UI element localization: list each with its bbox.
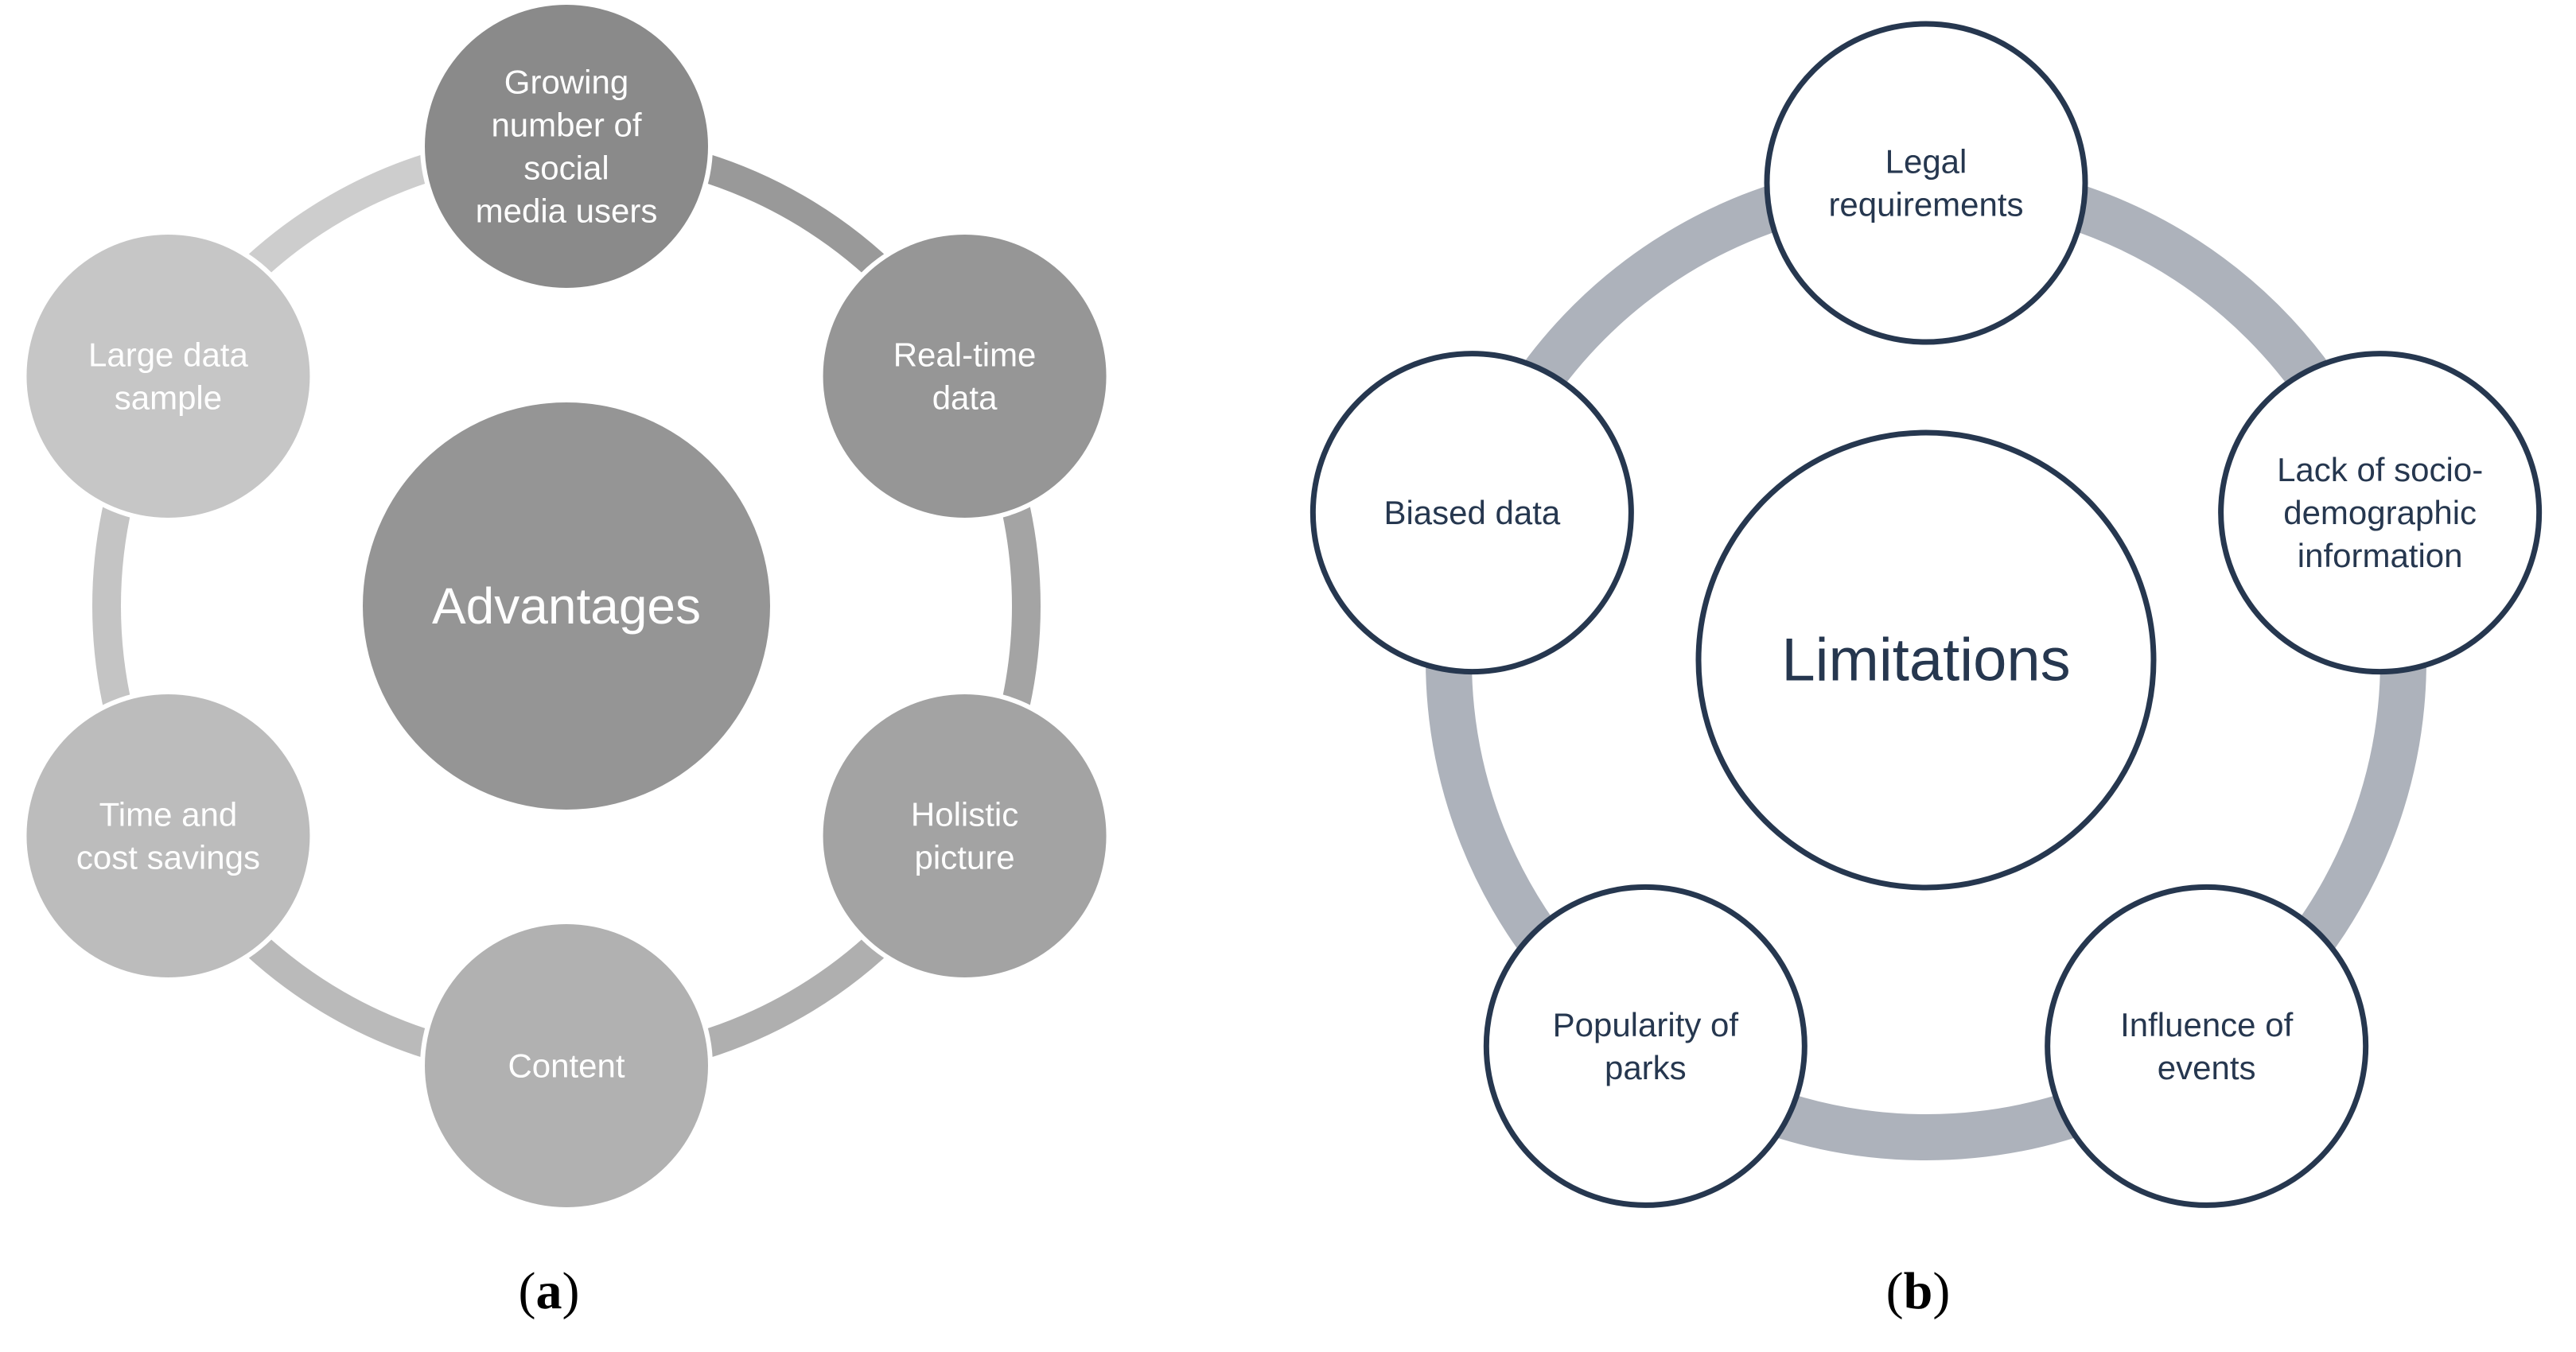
limitation-legal-requirements-line: Legal [1885, 143, 1967, 181]
advantage-time-and-cost-savings-label: Time and cost savings [76, 796, 260, 876]
limitation-lack-of-socio-demographic-information-circle [2218, 351, 2543, 675]
limitation-lack-of-socio-demographic-information-line: Lack of socio- [2277, 451, 2483, 488]
advantage-holistic-picture-line: picture [915, 839, 1015, 876]
advantage-growing-number-of-social-media-users-line: number of [491, 107, 641, 144]
caption-a: (a) [519, 1262, 580, 1320]
advantage-real-time-data-label: Real-time data [893, 336, 1037, 417]
advantage-real-time-data-node: Real-time data [818, 230, 1111, 523]
advantage-growing-number-of-social-media-users-node: Growing number of social media users [420, 0, 713, 293]
limitation-biased-data-node: Biased data [1309, 351, 1634, 675]
advantage-real-time-data-circle [823, 235, 1107, 518]
limitation-lack-of-socio-demographic-information-line: information [2298, 537, 2463, 574]
limitation-legal-requirements-line: requirements [1828, 186, 2023, 223]
panel-a-center: Advantages [363, 402, 770, 810]
limitation-biased-data-line: Biased data [1383, 494, 1560, 531]
advantage-holistic-picture-node: Holistic picture [818, 690, 1111, 982]
limitation-popularity-of-parks-node: Popularity of parks [1483, 884, 1807, 1208]
limitation-influence-of-events-line: Influence of [2120, 1006, 2293, 1043]
advantage-growing-number-of-social-media-users-line: Growing [504, 64, 628, 101]
advantage-large-data-sample-circle [26, 235, 310, 518]
limitation-lack-of-socio-demographic-information-label: Lack of socio-demographic information [2277, 451, 2483, 574]
advantage-time-and-cost-savings-node: Time and cost savings [21, 690, 315, 982]
advantage-holistic-picture-circle [823, 694, 1107, 977]
limitation-influence-of-events-line: events [2158, 1049, 2256, 1086]
advantage-time-and-cost-savings-line: cost savings [76, 839, 260, 876]
advantage-content-circle [425, 924, 708, 1207]
advantage-growing-number-of-social-media-users-line: social [523, 150, 609, 187]
limitation-biased-data-circle [1309, 351, 1634, 675]
advantage-time-and-cost-savings-circle [26, 694, 310, 977]
center-circle-limitations [1695, 429, 2157, 891]
panel-a-nodes: Growing number of social media usersReal-ti… [21, 0, 1111, 1212]
panel-b-center: Limitations [1695, 429, 2157, 891]
limitation-popularity-of-parks-line: parks [1605, 1049, 1687, 1086]
limitation-legal-requirements-label: Legal requirements [1828, 143, 2023, 223]
advantage-content-node: Content [420, 919, 713, 1212]
limitation-legal-requirements-node: Legal requirements [1764, 21, 2088, 345]
limitation-influence-of-events-node: Influence of events [2045, 884, 2369, 1208]
advantage-growing-number-of-social-media-users-circle [425, 5, 708, 288]
advantage-large-data-sample-node: Large data sample [21, 230, 315, 523]
center-label-advantages: Advantages [432, 577, 701, 635]
caption-b-letter: b [1904, 1262, 1933, 1320]
advantage-holistic-picture-line: Holistic [911, 796, 1018, 833]
advantage-growing-number-of-social-media-users-label: Growing number of social media users [476, 64, 658, 230]
advantage-real-time-data-line: Real-time [893, 336, 1037, 374]
advantage-holistic-picture-label: Holistic picture [911, 796, 1018, 876]
advantage-large-data-sample-line: Large data [88, 336, 248, 374]
center-circle-advantages [363, 402, 770, 810]
limitation-popularity-of-parks-label: Popularity of parks [1553, 1006, 1739, 1086]
caption-a-letter: a [536, 1262, 562, 1320]
limitation-influence-of-events-label: Influence of events [2120, 1006, 2293, 1086]
center-label-limitations: Limitations [1781, 627, 2070, 694]
limitation-biased-data-label: Biased data [1383, 494, 1560, 531]
limitation-legal-requirements-circle [1764, 21, 2088, 345]
limitation-influence-of-events-circle [2045, 884, 2369, 1208]
advantage-growing-number-of-social-media-users-line: media users [476, 192, 658, 230]
limitation-lack-of-socio-demographic-information-line: demographic [2283, 494, 2477, 531]
advantage-large-data-sample-line: sample [115, 379, 222, 417]
advantage-content-line: Content [508, 1047, 625, 1085]
limitation-popularity-of-parks-circle [1483, 884, 1807, 1208]
advantage-large-data-sample-label: Large data sample [88, 336, 248, 417]
advantage-content-label: Content [508, 1047, 625, 1085]
caption-b: (b) [1886, 1262, 1951, 1320]
limitation-lack-of-socio-demographic-information-node: Lack of socio-demographic information [2218, 351, 2543, 675]
limitation-popularity-of-parks-line: Popularity of [1553, 1006, 1739, 1043]
advantage-real-time-data-line: data [932, 379, 998, 417]
advantage-time-and-cost-savings-line: Time and [99, 796, 238, 833]
panel-a-advantages: Growing number of social media usersReal-ti… [21, 0, 1111, 1320]
